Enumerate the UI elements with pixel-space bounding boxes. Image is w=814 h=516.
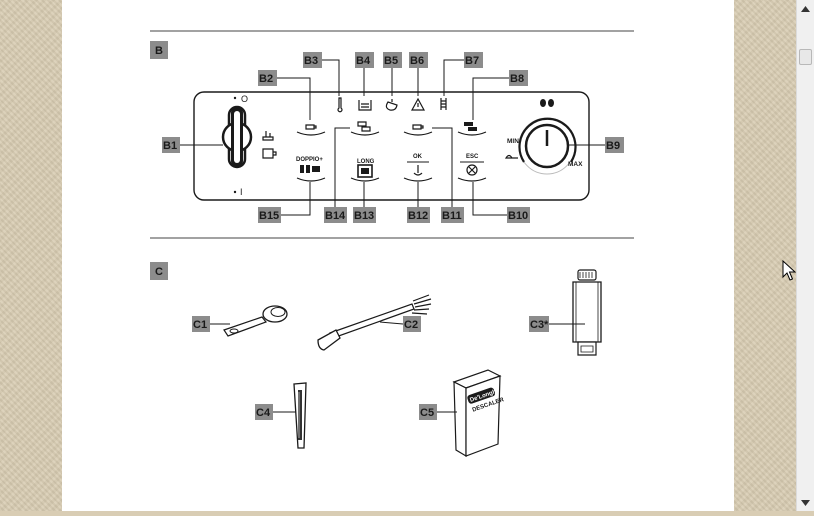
svg-text:B11: B11 (442, 210, 462, 222)
label-b10: B10 (472, 182, 530, 223)
doppio-button: DOPPIO+ (296, 157, 326, 182)
svg-text:C: C (155, 266, 163, 278)
svg-text:B: B (155, 45, 163, 57)
section-c-label: C (150, 262, 168, 280)
svg-text:B3: B3 (304, 55, 318, 67)
descaler-box: De'Longhi DESCALER (452, 369, 505, 458)
svg-text:C3*: C3* (530, 319, 549, 331)
test-strip (293, 382, 307, 449)
mouse-cursor-icon (782, 260, 796, 281)
svg-text:O: O (241, 94, 248, 104)
svg-text:C1: C1 (193, 319, 207, 331)
label-c5: C5 (419, 404, 457, 420)
label-b7: B7 (443, 52, 483, 96)
label-b13: B13 (353, 182, 376, 223)
label-c3: C3* (529, 316, 585, 332)
label-b15: B15 (258, 182, 311, 223)
grounds-container-icon (385, 99, 398, 111)
label-b9: B9 (568, 137, 624, 153)
section-b-label: B (150, 41, 168, 59)
water-tank-icon (358, 100, 372, 111)
scroll-down-button[interactable] (797, 494, 814, 511)
power-dial: O I (221, 94, 253, 197)
svg-text:B5: B5 (384, 55, 398, 67)
svg-text:B2: B2 (259, 73, 273, 85)
temperature-icon (337, 97, 343, 113)
svg-text:MAX: MAX (568, 161, 583, 168)
label-b1: B1 (162, 137, 223, 153)
scrollbar-thumb[interactable] (799, 49, 812, 65)
long-button: LONG (350, 159, 380, 182)
label-c4: C4 (255, 404, 296, 420)
svg-text:B10: B10 (508, 210, 528, 222)
double-espresso-button (457, 122, 487, 136)
single-coffee-button (296, 124, 326, 136)
document-page: .lbl { fill:#8c8c8c; } .lt { fill:#1a1a1… (62, 0, 734, 511)
coffee-strength-dial: MIN MAX (504, 99, 583, 175)
steam-icon (262, 131, 274, 141)
svg-text:B7: B7 (465, 55, 479, 67)
svg-text:B12: B12 (408, 210, 428, 222)
espresso-button (403, 124, 433, 136)
svg-text:B9: B9 (606, 140, 620, 152)
arrow-up-icon (801, 5, 810, 12)
ok-steam-button: OK (403, 154, 433, 182)
background-right (734, 0, 796, 511)
label-c1: C1 (192, 316, 230, 332)
background-left (0, 0, 62, 511)
label-b2: B2 (258, 70, 311, 120)
svg-text:B6: B6 (410, 55, 424, 67)
svg-text:B15: B15 (259, 210, 279, 222)
svg-text:C5: C5 (420, 407, 434, 419)
label-b14: B14 (324, 127, 350, 223)
svg-text:B1: B1 (163, 140, 177, 152)
label-b5: B5 (383, 52, 402, 96)
cleaning-brush (317, 294, 432, 351)
svg-text:ESC: ESC (466, 154, 479, 160)
svg-text:MIN: MIN (507, 138, 519, 145)
svg-text:DOPPIO+: DOPPIO+ (296, 157, 323, 163)
svg-text:B13: B13 (354, 210, 374, 222)
label-b3: B3 (303, 52, 340, 96)
arrow-down-icon (801, 499, 810, 506)
svg-text:B8: B8 (510, 73, 524, 85)
svg-text:LONG: LONG (357, 159, 375, 165)
label-c2: C2 (379, 316, 421, 332)
label-b12: B12 (407, 182, 430, 223)
svg-text:C4: C4 (256, 407, 271, 419)
hot-water-cup-icon (262, 148, 277, 159)
label-b6: B6 (409, 52, 428, 96)
double-coffee-button (350, 121, 380, 136)
alarm-icon (410, 97, 426, 111)
water-filter (572, 269, 602, 356)
descale-icon (440, 98, 447, 110)
svg-text:C2: C2 (404, 319, 418, 331)
label-b8: B8 (472, 70, 528, 120)
manual-illustration: .lbl { fill:#8c8c8c; } .lt { fill:#1a1a1… (150, 30, 634, 458)
svg-text:B14: B14 (325, 210, 346, 222)
label-b4: B4 (355, 52, 374, 96)
svg-text:OK: OK (413, 154, 423, 160)
svg-text:I: I (240, 187, 243, 197)
measuring-scoop (223, 305, 288, 337)
vertical-scrollbar[interactable] (796, 0, 814, 511)
scroll-up-button[interactable] (797, 0, 814, 17)
label-b11: B11 (432, 127, 464, 223)
esc-rinse-button: ESC (457, 154, 487, 182)
svg-text:B4: B4 (356, 55, 371, 67)
